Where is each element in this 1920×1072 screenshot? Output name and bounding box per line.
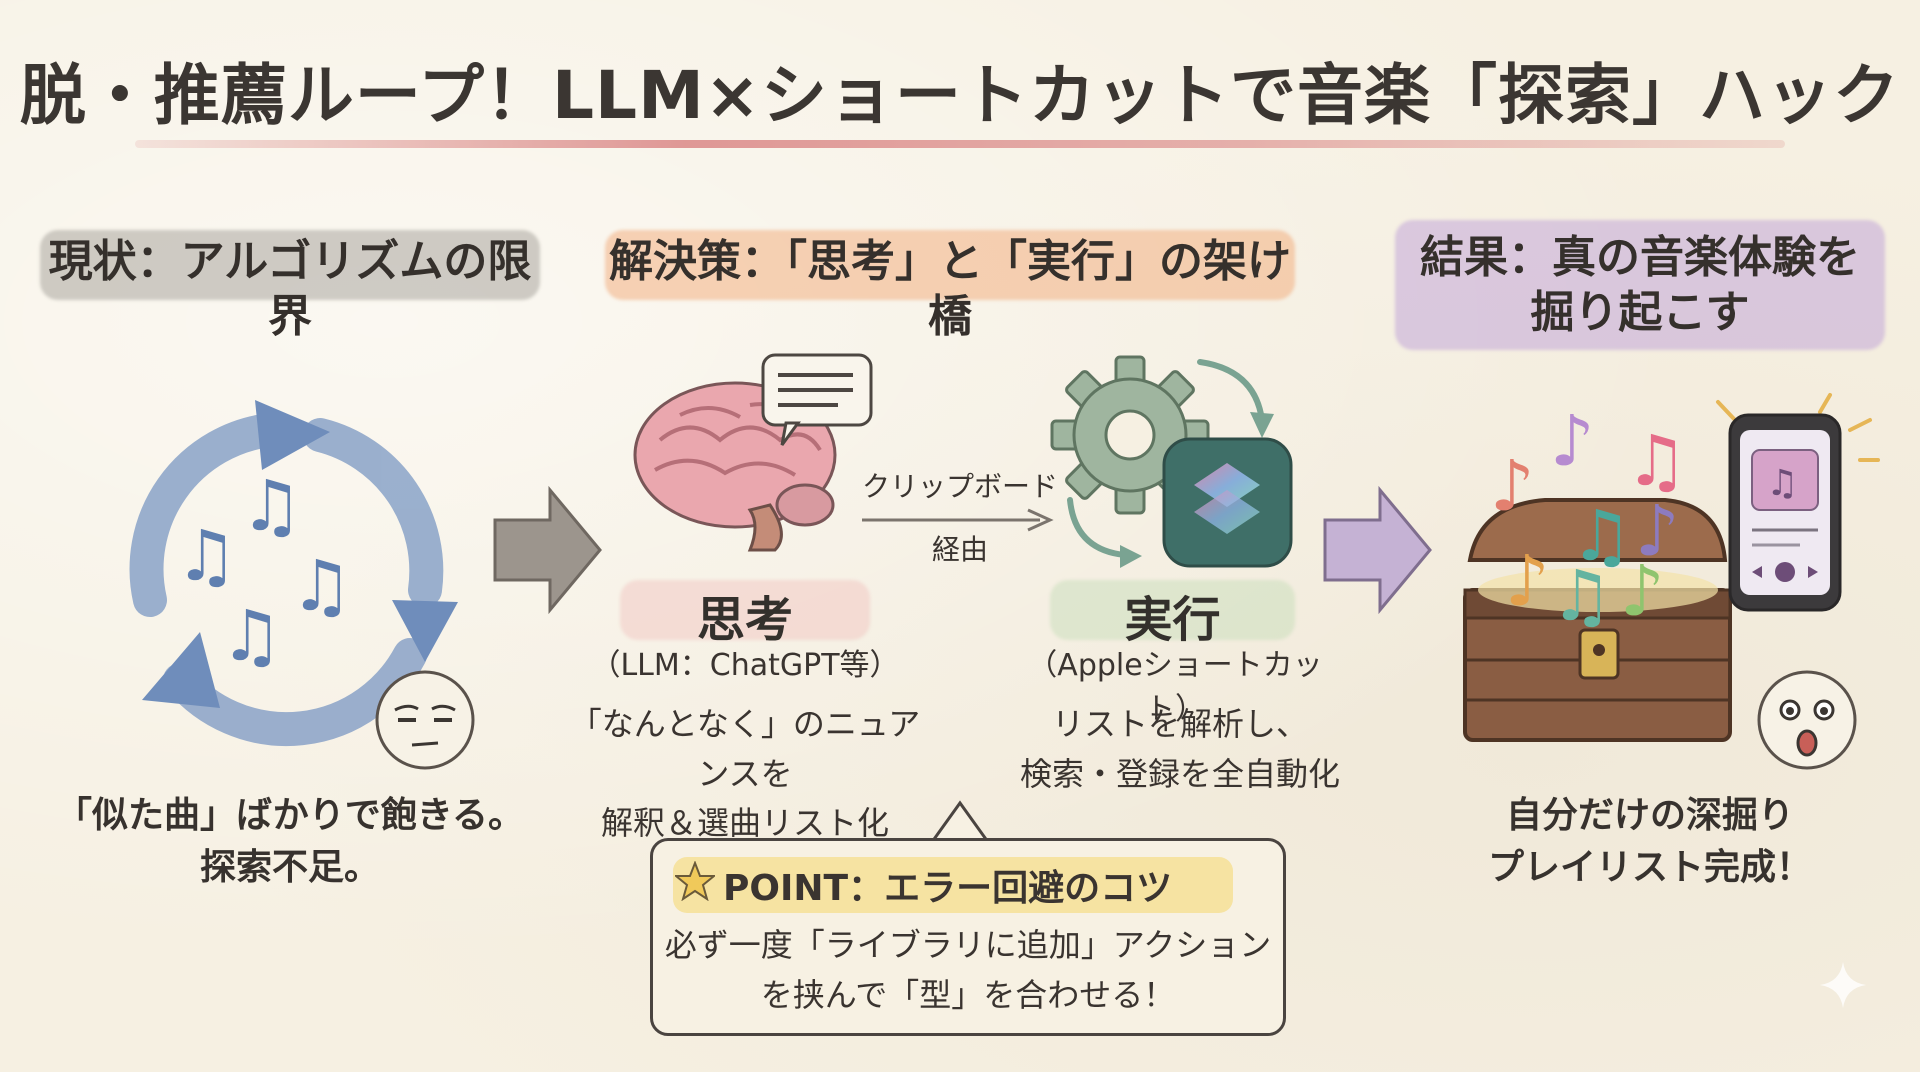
think-description: 「なんとなく」のニュアンスを 解釈＆選曲リスト化 (555, 700, 935, 849)
point-text-line1: 必ず一度「ライブラリに追加」アクション (664, 926, 1272, 964)
execute-description-line2: 検索・登録を全自動化 (1019, 754, 1340, 793)
current-caption-line2: 探索不足。 (199, 847, 380, 889)
svg-text:♫: ♫ (240, 465, 303, 547)
solution-heading: 解決策：「思考」と「実行」の架け橋 (609, 236, 1291, 342)
point-title-highlight (673, 857, 1233, 913)
star-icon (673, 860, 717, 902)
speech-bubble-icon (761, 353, 873, 446)
svg-text:♫: ♫ (1570, 495, 1633, 577)
svg-text:♪: ♪ (1490, 445, 1535, 527)
connector-label-line2: 経由 (931, 533, 988, 566)
flow-arrow-right-2 (1323, 485, 1432, 615)
svg-text:♫: ♫ (1766, 463, 1798, 504)
think-description-line1: 「なんとなく」のニュアンスを (569, 705, 921, 793)
svg-text:♪: ♪ (1635, 490, 1680, 572)
result-heading-line2: 掘り起こす (1530, 287, 1750, 338)
result-heading-line1: 結果：真の音楽体験を (1420, 232, 1860, 283)
sparkle-watermark-icon (1820, 962, 1866, 1008)
svg-text:♪: ♪ (1620, 550, 1665, 632)
result-caption: 自分だけの深掘り プレイリスト完成！ (1420, 790, 1880, 894)
result-caption-line1: 自分だけの深掘り (1505, 795, 1794, 836)
solution-heading-highlight (605, 230, 1295, 300)
svg-text:♫: ♫ (1625, 420, 1688, 502)
shortcuts-app-icon (1162, 437, 1293, 568)
music-phone-icon: ♫ (1716, 393, 1880, 612)
svg-text:♫: ♫ (1550, 555, 1613, 637)
point-text-line2: を挟んで「型」を合わせる！ (760, 975, 1176, 1014)
title-underline (135, 140, 1785, 148)
think-sublabel: （LLM：ChatGPT等） (590, 648, 900, 683)
surprised-face-icon (1757, 670, 1857, 770)
current-heading: 現状：アルゴリズムの限界 (48, 236, 532, 342)
svg-text:♫: ♫ (290, 545, 353, 627)
execute-description-line1: リストを解析し、 (1051, 705, 1308, 743)
gear-icon (1050, 355, 1274, 568)
point-box: POINT：エラー回避のコツ 必ず一度「ライブラリに追加」アクション を挟んで「… (650, 838, 1286, 1036)
svg-text:♫: ♫ (220, 595, 283, 677)
point-title: POINT：エラー回避のコツ (723, 868, 1173, 909)
svg-text:♪: ♪ (1505, 540, 1550, 622)
think-description-line2: 解釈＆選曲リスト化 (600, 804, 889, 843)
flow-arrow-right-1 (493, 485, 602, 615)
page-title: 脱・推薦ループ！LLM×ショートカットで音楽「探索」ハック (19, 57, 1901, 134)
result-heading: 結果：真の音楽体験を 掘り起こす (1395, 230, 1885, 340)
execute-label: 実行 (1124, 592, 1221, 648)
current-caption-line1: 「似た曲」ばかりで飽きる。 (55, 795, 524, 836)
bored-face-icon (375, 670, 475, 770)
svg-text:♪: ♪ (1550, 400, 1595, 482)
result-caption-line2: プレイリスト完成！ (1487, 847, 1812, 889)
current-caption: 「似た曲」ばかりで飽きる。 探索不足。 (40, 790, 540, 894)
connector-arrow (862, 508, 1054, 532)
point-text: 必ず一度「ライブラリに追加」アクション を挟んで「型」を合わせる！ (653, 921, 1283, 1020)
current-heading-highlight (40, 230, 540, 300)
recommendation-loop-icon: ♫ ♫ ♫ ♫ (129, 400, 458, 747)
execute-label-highlight (1050, 580, 1295, 640)
think-label: 思考 (696, 592, 793, 648)
execute-sublabel: （Appleショートカット） (1027, 648, 1323, 727)
think-label-highlight (620, 580, 870, 640)
connector-label-line1: クリップボード (861, 470, 1058, 503)
result-heading-highlight (1395, 220, 1885, 350)
execute-description: リストを解析し、 検索・登録を全自動化 (990, 700, 1370, 799)
treasure-chest-icon: ♪ ♪ ♫ ♪ ♫ ♪ ♫ ♪ (1463, 400, 1732, 742)
svg-text:♫: ♫ (175, 515, 238, 597)
